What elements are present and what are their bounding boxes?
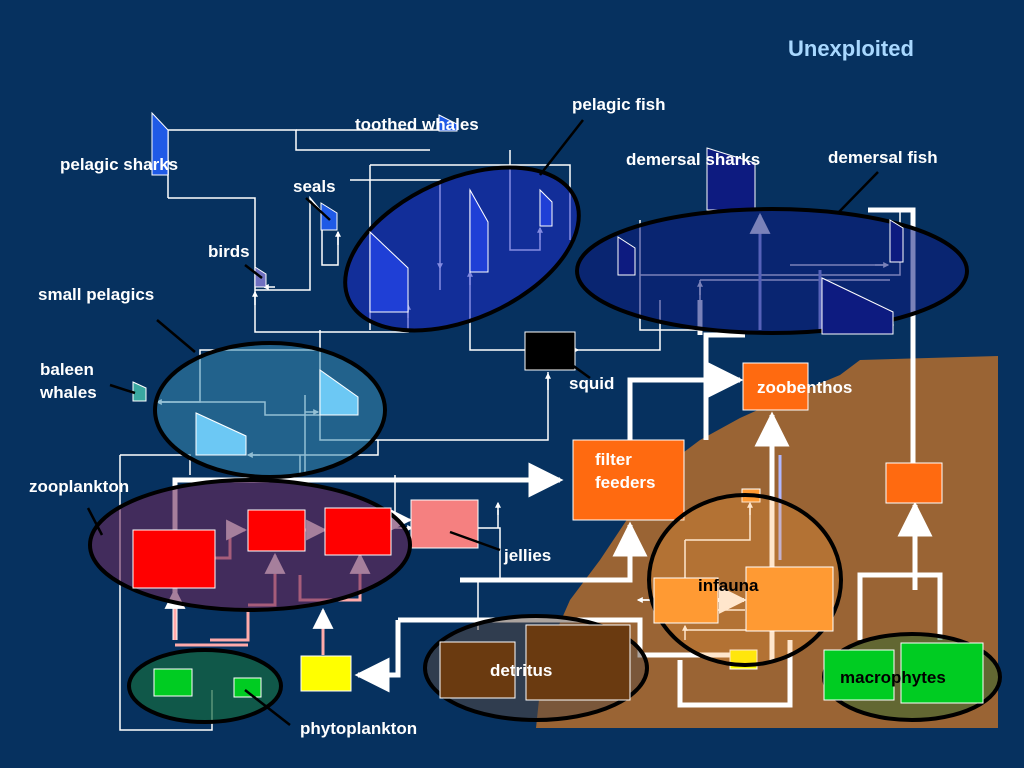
- nutrient-box: [300, 655, 352, 692]
- foreground-boxes: [132, 188, 984, 704]
- squid-box: [524, 331, 576, 371]
- flow-line: [321, 228, 339, 266]
- phyto-box-right: [233, 677, 262, 698]
- pelagic-shark-shape: [151, 111, 169, 176]
- small-pelagic-shape: [195, 412, 247, 456]
- leader-line: [567, 360, 591, 380]
- major-flow: [627, 362, 744, 440]
- label-squid: squid: [569, 374, 615, 393]
- leader-lines: [86, 119, 879, 726]
- flow-line: [685, 505, 751, 541]
- leader-line: [539, 119, 584, 176]
- label-zooplankton: zooplankton: [29, 477, 130, 496]
- zooplankton-box-mid: [247, 509, 306, 552]
- leader-line: [244, 689, 291, 726]
- leader-line: [449, 530, 501, 552]
- scenario-title: Unexploited: [788, 36, 914, 61]
- zoo-flow: [210, 610, 250, 642]
- small-pelagic-shape: [319, 369, 359, 416]
- pelagic-fish-ellipse: [343, 165, 581, 333]
- detritus-box-left: [439, 641, 516, 699]
- baleen-whale-shape: [132, 381, 147, 402]
- seal-shape: [320, 202, 338, 231]
- label-infauna: infauna: [698, 576, 759, 595]
- major-flow: [460, 521, 648, 583]
- flow-line: [478, 527, 501, 580]
- detritus-box-right: [525, 624, 631, 701]
- major-flow: [703, 332, 745, 440]
- label-toothed-whales: toothed whales: [355, 115, 479, 134]
- leader-line: [837, 171, 879, 214]
- label-detritus: detritus: [490, 661, 553, 680]
- flow-line: [255, 195, 321, 291]
- label-seals: seals: [293, 177, 336, 196]
- zooplankton-box-large: [132, 529, 216, 589]
- label-phytoplankton: phytoplankton: [300, 719, 418, 738]
- label-small-pelagics: small pelagics: [38, 285, 155, 304]
- leader-line: [109, 383, 136, 395]
- phyto-box-left: [153, 668, 193, 697]
- pelagic-fish-shape: [539, 188, 553, 227]
- major-flow: [677, 640, 793, 708]
- label-demersal-sharks: demersal sharks: [626, 150, 761, 169]
- filter-feeders-box: [572, 439, 685, 521]
- label-pelagic-sharks: pelagic sharks: [60, 155, 179, 174]
- pelagic-fish-shape: [469, 188, 489, 273]
- jellies-box: [410, 499, 479, 549]
- label-pelagic-fish: pelagic fish: [572, 95, 666, 114]
- major-flow: [857, 572, 943, 640]
- leader-line: [156, 319, 196, 353]
- major-flow: [354, 620, 401, 693]
- label-zoobenthos: zoobenthos: [757, 378, 853, 397]
- phytoplankton-ellipse: [127, 648, 283, 724]
- label-baleen-whales: baleen whales: [40, 360, 97, 402]
- demersal-fish-shape: [821, 277, 894, 335]
- flow-line: [120, 454, 191, 475]
- zooplankton-box-right: [324, 507, 392, 556]
- flow-line: [168, 197, 256, 290]
- infauna-box-right: [745, 566, 834, 632]
- pelagic-fish-shape: [369, 230, 409, 313]
- label-macrophytes: macrophytes: [840, 668, 946, 687]
- label-birds: birds: [208, 242, 250, 261]
- macrophyte-box-left: [823, 649, 895, 701]
- leader-line: [305, 197, 331, 221]
- label-demersal-fish: demersal fish: [828, 148, 938, 167]
- zoobenthos-box: [742, 362, 809, 411]
- infauna-box-left: [653, 577, 719, 624]
- label-filter-feeders: filter feeders: [595, 450, 656, 492]
- leader-line: [244, 264, 263, 279]
- leader-line: [86, 507, 104, 536]
- major-flow: [868, 207, 916, 465]
- label-jellies: jellies: [504, 546, 552, 565]
- demersal-fish-shape: [889, 219, 904, 263]
- macrophyte-box-right: [900, 642, 984, 704]
- demersal-fish-shape: [617, 236, 636, 276]
- benthic-box: [885, 462, 943, 504]
- toothed-whale-shape: [438, 114, 458, 132]
